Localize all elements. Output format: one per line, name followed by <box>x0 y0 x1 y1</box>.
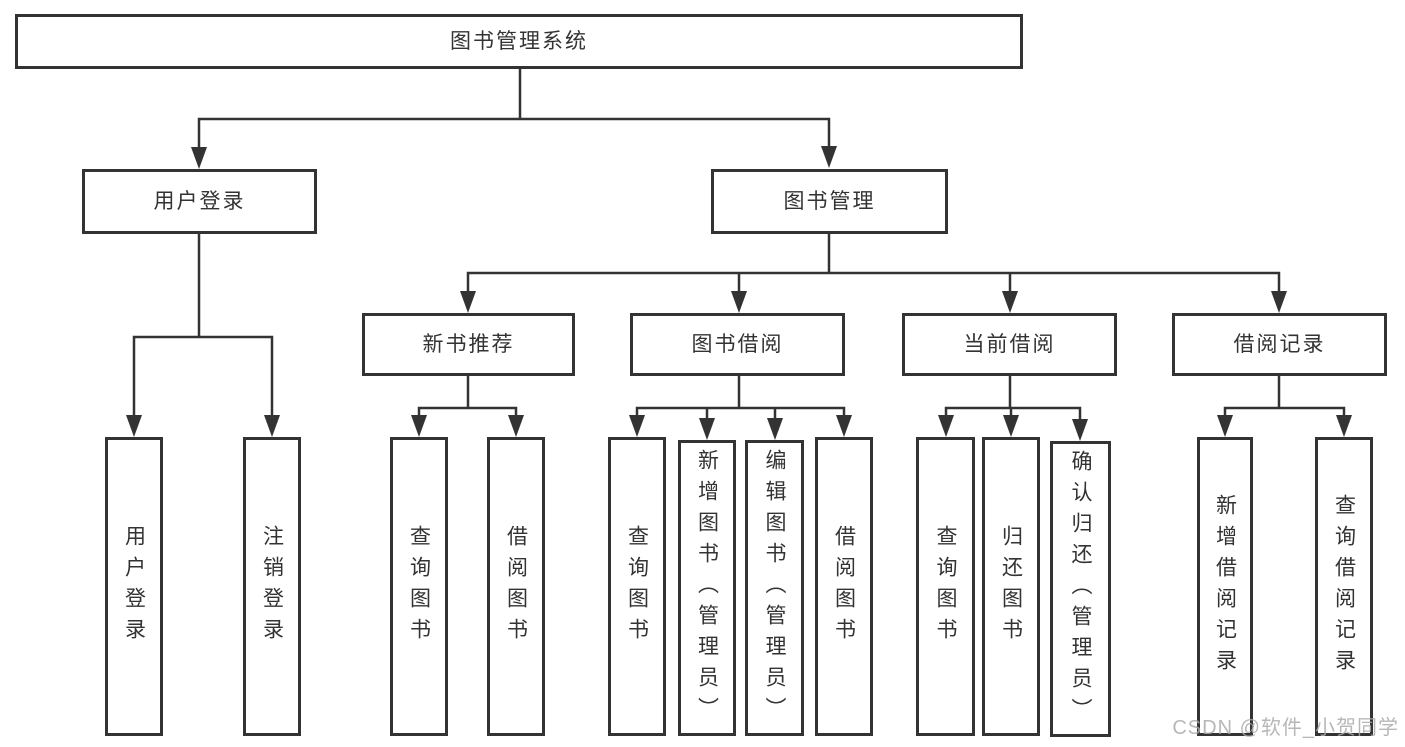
leaf-records-query-record: 查询借阅记录 <box>1315 437 1373 736</box>
leaf-borrow-borrow-books-label: 借阅图书 <box>832 524 856 649</box>
node-user-login: 用户登录 <box>82 169 317 234</box>
leaf-recommend-borrow-books: 借阅图书 <box>487 437 545 736</box>
leaf-recommend-query-books: 查询图书 <box>390 437 448 736</box>
node-current-borrow-label: 当前借阅 <box>963 333 1056 356</box>
leaf-current-return-books: 归还图书 <box>982 437 1040 736</box>
leaf-borrow-borrow-books: 借阅图书 <box>815 437 873 736</box>
node-root-label: 图书管理系统 <box>450 30 588 53</box>
leaf-borrow-add-books-admin: 新增图书（管理员） <box>678 440 736 736</box>
node-book-management: 图书管理 <box>711 169 948 234</box>
node-new-book-recommend-label: 新书推荐 <box>422 333 515 356</box>
leaf-records-query-record-label: 查询借阅记录 <box>1332 493 1356 680</box>
leaf-borrow-query-books: 查询图书 <box>608 437 666 736</box>
leaf-recommend-query-books-label: 查询图书 <box>407 524 431 649</box>
leaf-current-return-books-label: 归还图书 <box>999 524 1023 649</box>
arrowheads <box>126 146 1352 441</box>
leaf-records-add-record: 新增借阅记录 <box>1197 437 1253 736</box>
node-book-borrow-label: 图书借阅 <box>691 333 784 356</box>
leaf-borrow-edit-books-admin-label: 编辑图书（管理员） <box>763 448 786 728</box>
leaf-current-confirm-return-admin: 确认归还（管理员） <box>1050 441 1111 737</box>
leaf-current-confirm-return-admin-label: 确认归还（管理员） <box>1069 449 1092 729</box>
node-new-book-recommend: 新书推荐 <box>362 313 575 376</box>
leaf-borrow-add-books-admin-label: 新增图书（管理员） <box>695 448 719 728</box>
node-book-borrow: 图书借阅 <box>630 313 845 376</box>
node-user-login-label: 用户登录 <box>153 190 246 213</box>
node-current-borrow: 当前借阅 <box>902 313 1117 376</box>
leaf-current-query-books: 查询图书 <box>916 437 975 736</box>
watermark: CSDN @软件_小贺同学 <box>1172 717 1399 739</box>
leaf-records-add-record-label: 新增借阅记录 <box>1213 493 1237 680</box>
leaf-current-query-books-label: 查询图书 <box>934 524 957 649</box>
leaf-logout-label: 注销登录 <box>260 524 284 649</box>
node-book-management-label: 图书管理 <box>783 190 876 213</box>
node-borrow-records: 借阅记录 <box>1172 313 1387 376</box>
leaf-borrow-edit-books-admin: 编辑图书（管理员） <box>745 440 804 736</box>
leaf-user-login: 用户登录 <box>105 437 163 736</box>
node-borrow-records-label: 借阅记录 <box>1233 333 1326 356</box>
node-root: 图书管理系统 <box>15 14 1023 69</box>
leaf-logout: 注销登录 <box>243 437 301 736</box>
leaf-borrow-query-books-label: 查询图书 <box>625 524 649 649</box>
leaf-recommend-borrow-books-label: 借阅图书 <box>504 524 528 649</box>
leaf-user-login-label: 用户登录 <box>122 524 146 649</box>
